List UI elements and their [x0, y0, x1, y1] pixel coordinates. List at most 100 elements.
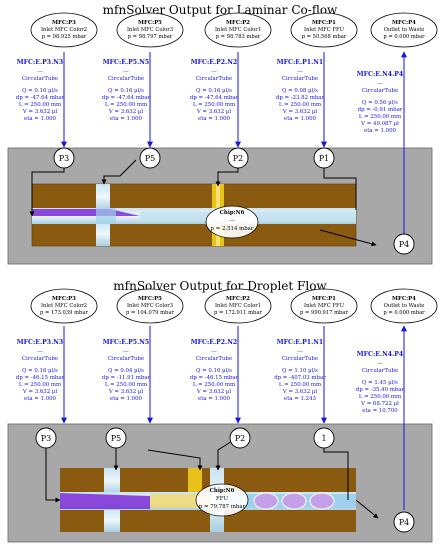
tube-edge-dp: dp = -11.91 mbar — [102, 375, 151, 381]
mfc-node-label: MFC:P5 — [138, 296, 162, 302]
tube-edge-dp: dp = -47.64 mbar — [16, 95, 65, 101]
tube-edge-q: Q = 0.16 µl/s — [196, 368, 232, 374]
tube-edge-sep: --- — [211, 69, 217, 75]
port-node-label: P3 — [59, 154, 69, 163]
tube-edge-v: V = 68.722 µl — [360, 401, 399, 407]
tube-edge-type: CircularTube — [108, 356, 144, 362]
tube-edge-q: Q = 0.08 µl/s — [282, 88, 318, 94]
panel2-chip-separator: FFU — [216, 496, 228, 502]
tube-edge-l: L = 250.00 mm — [193, 382, 235, 388]
tube-edge-dp: dp = -407.03 mbar — [274, 375, 326, 381]
tube-edge-q: Q = 1.10 µl/s — [282, 368, 318, 374]
tube-edge-sep: --- — [37, 69, 43, 75]
panel2-chip-node: Chip:N6 FFU p = 79.787 mbar — [195, 483, 249, 517]
tube-edge-name: MFC:E.P5.N5 — [103, 59, 149, 66]
port-node-p5: P5 — [139, 147, 161, 169]
tube-edge-name: MFC:E.P1.N1 — [277, 339, 323, 346]
tube-edge-type: CircularTube — [362, 368, 398, 374]
mfc-node-pressure: p = 50.568 mbar — [302, 34, 347, 40]
port-node-p4: P4 — [393, 511, 415, 533]
mfc-node-label: MFC:P4 — [392, 20, 416, 26]
tube-edge-type: CircularTube — [196, 356, 232, 362]
mfc-node-description: Inlet MFC Color2 — [41, 303, 87, 309]
tube-edge-v: V = 3.632 µl — [282, 389, 317, 395]
tube-edge-v: V = 3.632 µl — [282, 109, 317, 115]
tube-edge-l: L = 250.00 mm — [279, 382, 321, 388]
tube-edge-q: Q = 0.16 µl/s — [108, 88, 144, 94]
mfc-node-pressure: p = 0.000 mbar — [383, 34, 425, 40]
mfc-node-description: Inlet MFC Color1 — [215, 27, 261, 33]
panel1-chip-node: Chip:N6 --- p = 2.514 mbar — [205, 205, 259, 239]
mfc-node-label: MFC:P1 — [312, 296, 336, 302]
tube-edge-dp: dp = -47.64 mbar — [102, 95, 151, 101]
tube-edge-v: V = 3.632 µl — [196, 109, 231, 115]
tube-edge-q: Q = 0.16 µl/s — [22, 368, 58, 374]
port-node-p1: P1 — [313, 147, 335, 169]
tube-edge-name: MFC:E.N4.P4 — [357, 71, 404, 78]
port-node-1: 1 — [313, 427, 335, 449]
mfc-node-label: MFC:P3 — [52, 20, 76, 26]
panel1-chip-separator: --- — [229, 218, 235, 224]
panel-laminar-coflow: mfnSolver Output for Laminar Co-flow — [7, 3, 438, 265]
tube-edge-v: V = 3.632 µl — [108, 389, 143, 395]
tube-edge-dp: dp = -46.15 mbar — [16, 375, 65, 381]
mfc-node-label: MFC:P4 — [392, 296, 416, 302]
tube-edge-type: CircularTube — [282, 356, 318, 362]
tube-edge-name: MFC:E.N4.P4 — [357, 351, 404, 358]
tube-edge-eta: eta = 1.000 — [110, 116, 143, 122]
port-node-label: P2 — [235, 434, 245, 443]
mfc-node-description: Outlet to Waste — [384, 27, 425, 33]
port-node-label: P4 — [399, 518, 409, 527]
tube-edge-v: V = 3.632 µl — [108, 109, 143, 115]
tube-edge-type: CircularTube — [108, 76, 144, 82]
tube-edge-sep: --- — [297, 349, 303, 355]
port-node-label: P5 — [145, 154, 155, 163]
port-node-label: P1 — [319, 154, 329, 163]
tube-edge-type: CircularTube — [282, 76, 318, 82]
tube-edge-name: MFC:E.P2.N2 — [191, 339, 237, 346]
mfc-node-label: MFC:P5 — [138, 20, 162, 26]
tube-edge-name: MFC:E.P3.N3 — [17, 59, 63, 66]
mfc-node-label: MFC:P1 — [312, 20, 336, 26]
mfc-node-pressure: p = 98.783 mbar — [216, 34, 261, 40]
panel1-edges — [61, 51, 407, 234]
tube-edge-name: MFC:E.P5.N5 — [103, 339, 149, 346]
port-node-label: P3 — [41, 434, 51, 443]
mfc-node-pressure: p = 173.039 mbar — [40, 310, 88, 316]
tube-edge-dp: dp = -23.82 mbar — [276, 95, 325, 101]
tube-edge-q: Q = 0.04 µl/s — [108, 368, 144, 374]
tube-edge-q: Q = 0.16 µl/s — [22, 88, 58, 94]
tube-edge-dp: dp = -35.40 mbar — [356, 387, 405, 393]
mfc-node-description: Inlet MFC FFU — [304, 27, 345, 33]
panel1-chip-name: Chip:N6 — [220, 210, 245, 216]
tube-edge-eta: eta = 1.243 — [284, 396, 317, 402]
port-node-label: P4 — [399, 240, 409, 249]
mfc-node-label: MFC:P2 — [226, 296, 250, 302]
port-node-p5: P5 — [105, 427, 127, 449]
tube-edge-l: L = 250.00 mm — [193, 102, 235, 108]
tube-edge-v: V = 3.632 µl — [196, 389, 231, 395]
mfc-node-description: Inlet MFC Color2 — [41, 27, 87, 33]
mfc-node-pressure: p = 172.911 mbar — [214, 310, 262, 316]
tube-edge-l: L = 250.00 mm — [359, 394, 401, 400]
tube-edge-eta: eta = 1.000 — [24, 396, 57, 402]
mfc-node-description: Inlet MFC Color3 — [127, 27, 173, 33]
panel1-title: mfnSolver Output for Laminar Co-flow — [103, 3, 338, 17]
tube-edge-dp: dp = -0.91 mbar — [358, 107, 403, 113]
tube-edge-type: CircularTube — [22, 356, 58, 362]
tube-edge-l: L = 250.00 mm — [19, 102, 61, 108]
mfc-node-pressure: p = 0.000 mbar — [383, 310, 425, 316]
mfc-node-description: Inlet MFC Color1 — [215, 303, 261, 309]
tube-edge-eta: eta = 1.000 — [284, 116, 317, 122]
